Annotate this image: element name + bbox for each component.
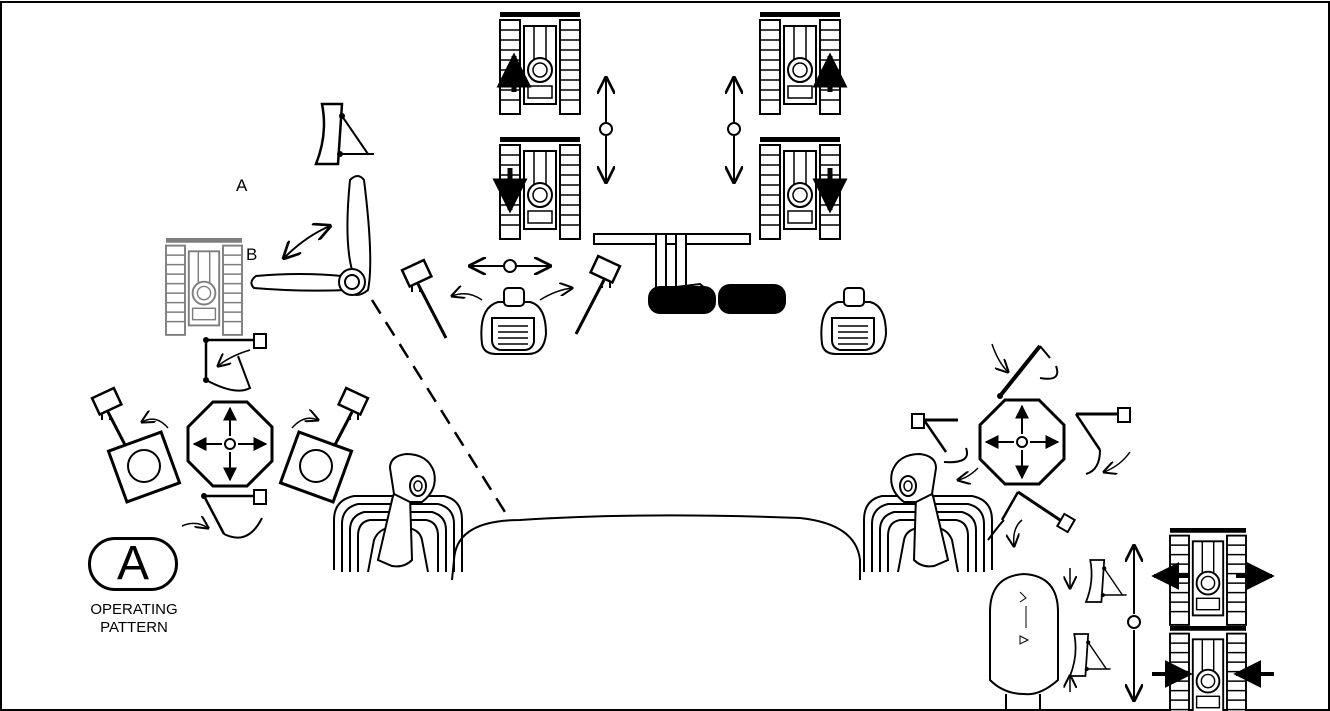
blade-control-knob [990,574,1058,711]
crawler-icon [760,12,840,114]
boom-down-icon [182,490,266,538]
arm-in-icon [988,492,1075,546]
joystick-icon [334,454,462,572]
dozer-blade-icon [1070,634,1111,676]
pedal-icon [481,288,546,354]
travel-arrow-right [728,78,740,182]
direction-cross-icon [188,402,272,486]
travel-levers [594,234,786,314]
arm-right-icon [1076,408,1130,474]
travel-arrow-left [600,78,612,182]
label-a: A [236,176,247,196]
crawler-icon [1152,626,1274,711]
crawler-icon [1154,528,1272,625]
operating-pattern-badge: A [88,537,178,591]
crawler-icon [500,137,580,239]
crawler-icon [500,12,580,114]
pedal-icon [821,288,886,354]
crawler-icon [760,137,840,239]
caption-line-2: PATTERN [70,619,198,636]
swing-arrow [470,260,550,272]
caption-line-1: OPERATING [70,601,198,618]
crawler-icon [166,238,242,335]
boom-up-icon [203,334,266,391]
arm-out-icon [992,344,1057,399]
bucket-icon [402,260,446,338]
label-b: B [246,245,257,265]
blade-lever [251,176,370,295]
dozer-blade-icon [316,104,374,164]
dozer-blade-icon [1086,560,1127,602]
bucket-icon [576,256,620,334]
console-outline [452,515,860,580]
blade-travel-arrow [1128,546,1140,700]
direction-cross-icon [980,400,1064,484]
